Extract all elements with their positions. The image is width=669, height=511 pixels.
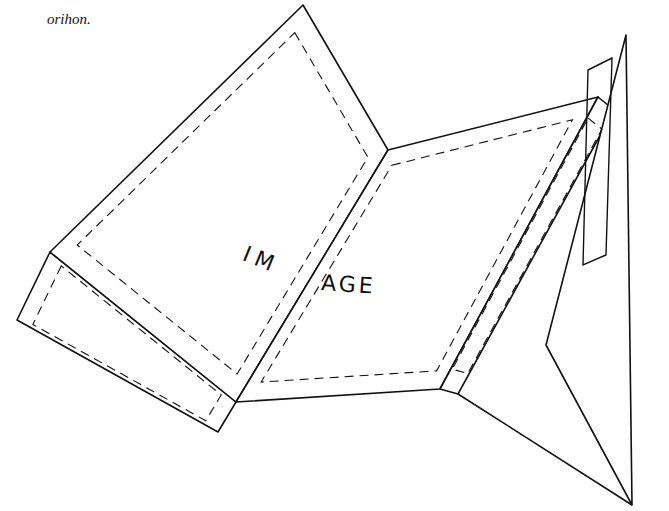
fold-edge	[458, 394, 632, 505]
dashed-margin	[77, 33, 368, 374]
caption-label: orihon.	[47, 12, 91, 27]
dashed-margin	[261, 120, 572, 382]
panel-window	[583, 58, 612, 265]
handwritten-label: AGE	[320, 272, 376, 298]
book-panel	[236, 97, 598, 402]
dashed-margin	[452, 118, 602, 373]
book-panel	[546, 35, 632, 505]
dashed-margin	[33, 266, 221, 421]
